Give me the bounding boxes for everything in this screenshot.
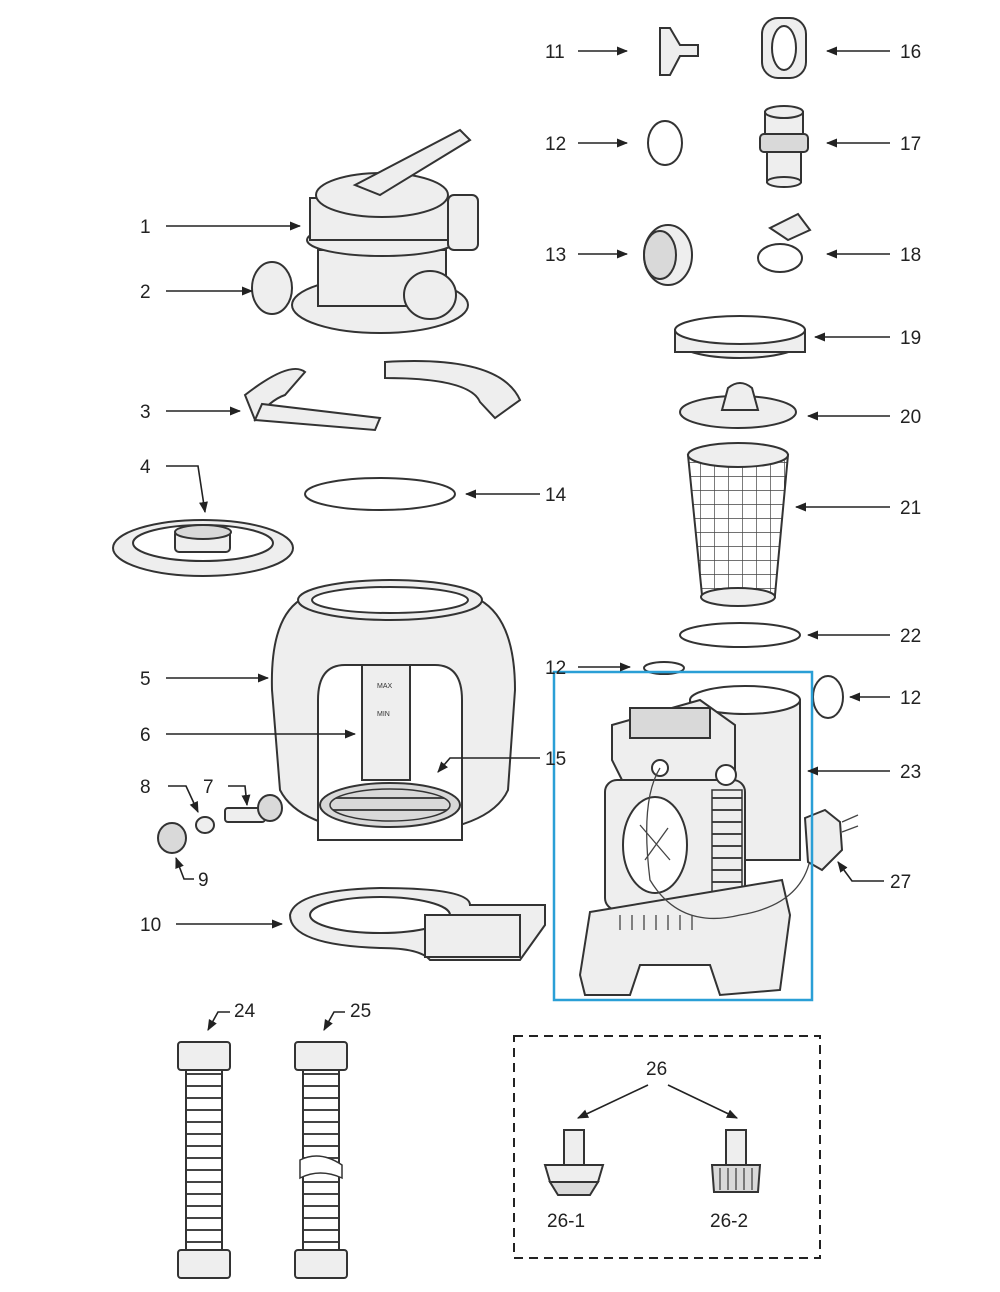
label-26: 26 [646,1059,667,1080]
pump-motor [578,661,859,997]
label-13: 13 [545,245,566,266]
o-ring-12 [647,120,683,166]
label-7: 7 [203,777,214,798]
adapter-17 [759,105,809,188]
label-12-mid: 12 [545,658,566,679]
strainer-lid-20 [679,382,797,429]
label-20: 20 [900,407,921,428]
adapter-26-2 [710,1129,762,1193]
label-3: 3 [140,402,151,423]
label-10: 10 [140,915,161,936]
label-15: 15 [545,749,566,770]
max-mark: MAX [377,683,393,690]
hose-nut-16 [761,17,807,79]
label-11: 11 [545,42,565,63]
hose-25 [294,1041,348,1279]
o-ring-22 [679,622,801,648]
strainer-ring-19 [674,315,806,359]
multiport-valve [251,128,479,334]
o-ring-14 [304,477,456,511]
hose-clamp-18 [757,212,812,273]
label-1: 1 [140,217,151,238]
label-4: 4 [140,457,151,478]
label-12-top: 12 [545,134,566,155]
label-18: 18 [900,245,921,266]
label-16: 16 [900,42,921,63]
hose-24 [177,1041,231,1279]
label-24: 24 [234,1001,256,1022]
tank-base [288,886,546,961]
label-21: 21 [900,498,921,519]
sand-tank: MAX MIN [270,579,517,841]
label-23: 23 [900,762,921,783]
hose-connector-11 [659,27,699,76]
leader-lines [166,46,890,1119]
label-26-2: 26-2 [710,1211,748,1232]
strainer-basket-21 [686,442,790,607]
label-12-right: 12 [900,688,921,709]
label-2: 2 [140,282,151,303]
label-25: 25 [350,1001,371,1022]
tank-lid [112,519,294,577]
label-26-1: 26-1 [547,1211,585,1232]
tank-clamp [243,360,522,432]
label-19: 19 [900,328,921,349]
label-27: 27 [890,872,911,893]
cap-13 [643,224,693,286]
pump-highlight-box [552,670,814,1002]
part-number-labels: 1 2 3 4 5 6 8 7 9 10 11 12 13 12 14 15 1… [140,42,921,1232]
drain-plug-parts [157,794,283,854]
label-6: 6 [140,725,151,746]
label-22: 22 [900,626,921,647]
label-8: 8 [140,777,151,798]
min-mark: MIN [377,711,390,718]
adapter-set-box [513,1035,821,1259]
label-14: 14 [545,485,567,506]
label-9: 9 [198,870,209,891]
label-17: 17 [900,134,921,155]
label-5: 5 [140,669,151,690]
adapter-26-1 [543,1129,605,1196]
